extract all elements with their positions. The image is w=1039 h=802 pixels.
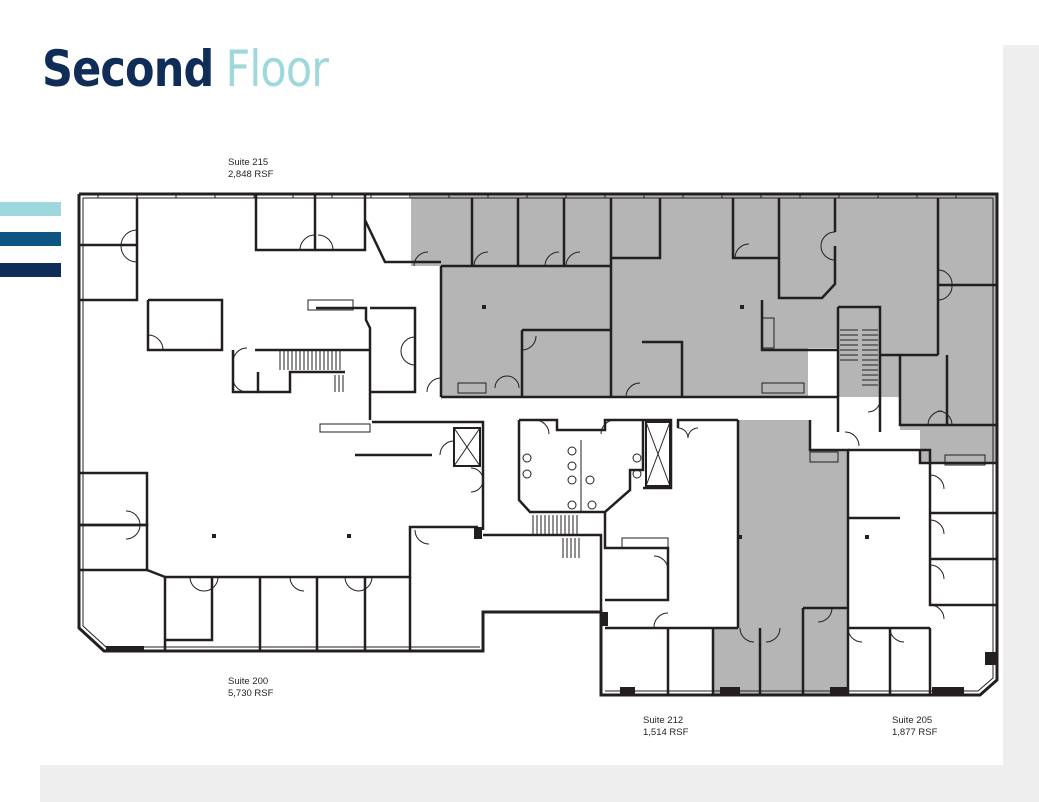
window-mullions [97,194,957,198]
suite-label-212: Suite 212 1,514 RSF [643,715,688,738]
interior-walls [79,194,997,695]
restroom-fixture-icon [522,440,642,512]
accent-bar-light [0,202,61,216]
stair-icon [279,350,344,392]
accent-bar-medium [0,232,61,246]
suite-area: 2,848 RSF [228,168,274,180]
side-panel [1003,45,1039,802]
stair-icon [840,329,878,386]
stair-icon [532,515,580,558]
kitchenette-counter [307,299,986,549]
suite-label-215: Suite 215 2,848 RSF [228,157,273,180]
door-swing-icon [120,229,953,643]
suite-area: 1,514 RSF [643,726,689,738]
bottom-panel [40,765,1039,802]
suite-label-205: Suite 205 1,877 RSF [892,715,937,738]
column-icon [106,305,996,695]
suite-area: 1,877 RSF [892,726,938,738]
suite-name: Suite 205 [892,715,933,726]
title-secondary: Floor [225,40,329,98]
title-primary: Second [42,40,214,98]
suite-label-200: Suite 200 5,730 RSF [228,676,273,699]
suite-name: Suite 212 [643,715,684,726]
suite-name: Suite 215 [228,157,269,168]
suite-name: Suite 200 [228,676,269,687]
elevator-icon [453,421,671,487]
accent-bar-dark [0,263,61,277]
available-space [411,194,997,695]
suite-area: 5,730 RSF [228,687,274,699]
